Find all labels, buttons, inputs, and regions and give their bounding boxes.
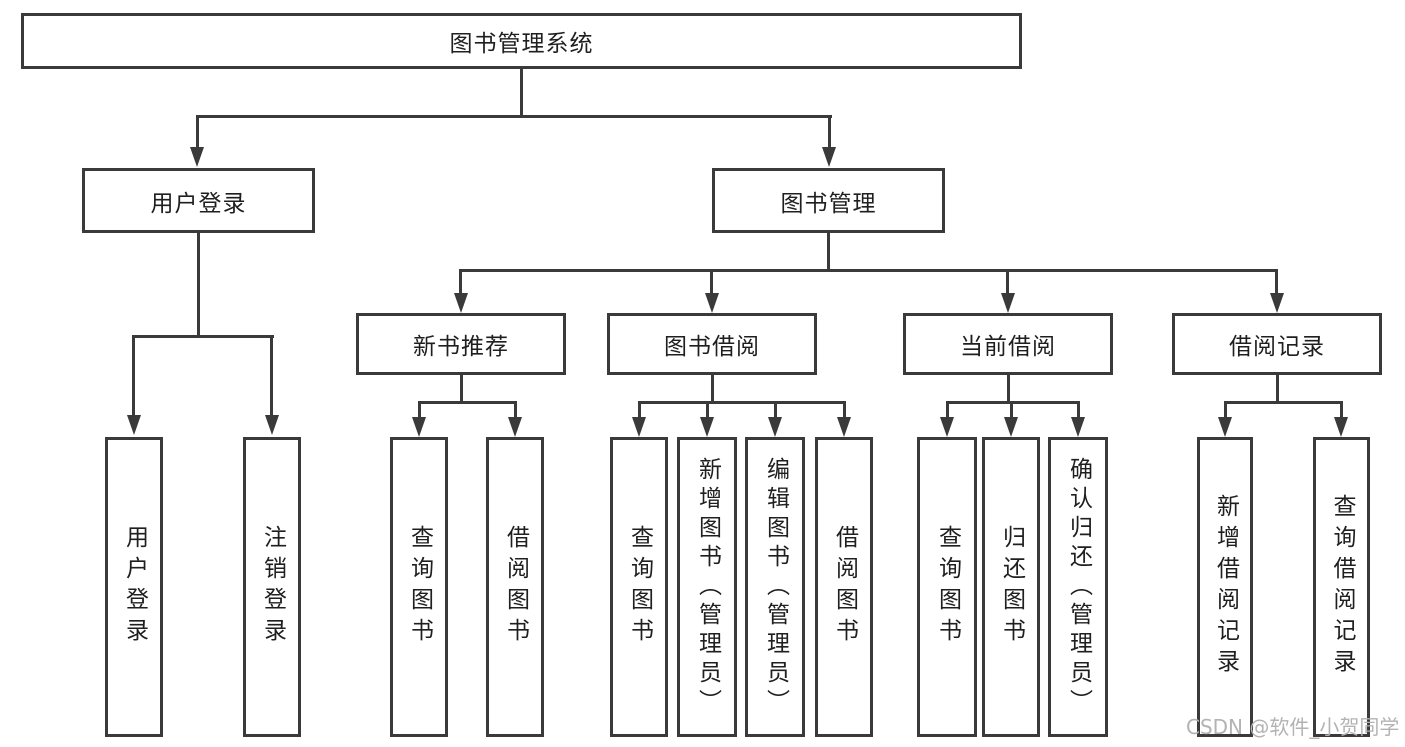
connector-line bbox=[638, 401, 846, 404]
connector-line bbox=[197, 231, 200, 337]
leaf-borrow-books-recommend: 借阅图书 bbox=[486, 437, 544, 737]
connector-line bbox=[1224, 401, 1343, 404]
node-label: 借阅记录 bbox=[1229, 334, 1325, 360]
arrow-down-icon bbox=[837, 417, 851, 437]
node-library-management-system: 图书管理系统 bbox=[21, 13, 1022, 69]
leaf-label: 新增图书（管理员） bbox=[694, 456, 721, 718]
arrow-down-icon bbox=[768, 417, 782, 437]
leaf-label: 编辑图书（管理员） bbox=[762, 456, 789, 718]
connector-line bbox=[827, 231, 830, 272]
leaf-label: 查询图书 bbox=[934, 525, 961, 649]
connector-line bbox=[1224, 401, 1227, 417]
leaf-logout: 注销登录 bbox=[243, 437, 301, 737]
node-new-book-recommend: 新书推荐 bbox=[356, 313, 566, 375]
connector-line bbox=[946, 401, 1080, 404]
arrow-down-icon bbox=[1270, 293, 1284, 313]
arrow-down-icon bbox=[700, 417, 714, 437]
connector-line bbox=[418, 401, 421, 417]
arrow-down-icon bbox=[265, 415, 279, 435]
node-label: 当前借阅 bbox=[960, 334, 1056, 360]
leaf-label: 注销登录 bbox=[259, 525, 286, 649]
connector-line bbox=[1275, 269, 1278, 293]
connector-line bbox=[196, 115, 832, 118]
leaf-user-login: 用户登录 bbox=[105, 437, 163, 737]
node-borrow-records: 借阅记录 bbox=[1172, 313, 1382, 375]
leaf-query-books-recommend: 查询图书 bbox=[390, 437, 448, 737]
leaf-label: 新增借阅记录 bbox=[1212, 494, 1239, 680]
connector-line bbox=[514, 401, 517, 417]
arrow-down-icon bbox=[1071, 417, 1085, 437]
connector-line bbox=[270, 335, 273, 415]
connector-line bbox=[1010, 401, 1013, 417]
leaf-label: 查询借阅记录 bbox=[1329, 494, 1355, 680]
connector-line bbox=[638, 401, 641, 417]
leaf-query-borrow-record: 查询借阅记录 bbox=[1313, 437, 1370, 737]
connector-line bbox=[1276, 373, 1279, 404]
leaf-query-books-borrow: 查询图书 bbox=[610, 437, 668, 737]
node-label: 图书管理 bbox=[780, 190, 877, 217]
leaf-query-books-current: 查询图书 bbox=[917, 437, 977, 737]
node-label: 图书管理系统 bbox=[449, 31, 594, 57]
arrow-down-icon bbox=[822, 147, 836, 167]
connector-line bbox=[774, 401, 777, 417]
connector-line bbox=[1340, 401, 1343, 417]
connector-line bbox=[1006, 269, 1009, 293]
arrow-down-icon bbox=[1004, 417, 1018, 437]
connector-line bbox=[710, 269, 713, 293]
connector-line bbox=[460, 373, 463, 404]
leaf-label: 借阅图书 bbox=[502, 525, 529, 649]
arrow-down-icon bbox=[632, 417, 646, 437]
arrow-down-icon bbox=[705, 293, 719, 313]
node-user-login: 用户登录 bbox=[82, 168, 315, 233]
arrow-down-icon bbox=[190, 147, 204, 167]
arrow-down-icon bbox=[1334, 417, 1348, 437]
leaf-label: 用户登录 bbox=[121, 525, 148, 649]
arrow-down-icon bbox=[508, 417, 522, 437]
node-book-borrow: 图书借阅 bbox=[607, 313, 817, 375]
leaf-label: 借阅图书 bbox=[831, 525, 858, 649]
leaf-label: 查询图书 bbox=[406, 525, 433, 649]
connector-line bbox=[1077, 401, 1080, 417]
connector-line bbox=[459, 269, 462, 293]
arrow-down-icon bbox=[412, 417, 426, 437]
connector-line bbox=[843, 401, 846, 417]
arrow-down-icon bbox=[127, 415, 141, 435]
connector-line bbox=[711, 373, 714, 404]
leaf-label: 查询图书 bbox=[626, 525, 653, 649]
connector-line bbox=[828, 115, 831, 147]
node-current-borrow: 当前借阅 bbox=[903, 313, 1113, 375]
node-label: 用户登录 bbox=[150, 190, 247, 217]
node-book-management: 图书管理 bbox=[712, 168, 945, 233]
leaf-label: 归还图书 bbox=[998, 525, 1025, 649]
leaf-return-books: 归还图书 bbox=[982, 437, 1040, 737]
arrow-down-icon bbox=[940, 417, 954, 437]
connector-line bbox=[132, 335, 135, 415]
arrow-down-icon bbox=[1001, 293, 1015, 313]
leaf-label: 确认归还（管理员） bbox=[1065, 456, 1092, 718]
node-label: 图书借阅 bbox=[664, 334, 760, 360]
connector-line bbox=[1007, 373, 1010, 404]
leaf-borrow-books: 借阅图书 bbox=[815, 437, 873, 737]
watermark: CSDN @软件_小贺同学 bbox=[1186, 715, 1400, 739]
connector-line bbox=[133, 335, 274, 338]
leaf-confirm-return-admin: 确认归还（管理员） bbox=[1048, 437, 1108, 737]
connector-line bbox=[196, 115, 199, 147]
connector-line bbox=[418, 401, 517, 404]
leaf-edit-books-admin: 编辑图书（管理员） bbox=[745, 437, 805, 737]
node-label: 新书推荐 bbox=[413, 334, 509, 360]
connector-line bbox=[460, 269, 1278, 272]
leaf-add-borrow-record: 新增借阅记录 bbox=[1197, 437, 1253, 737]
connector-line bbox=[520, 66, 523, 118]
connector-line bbox=[946, 401, 949, 417]
arrow-down-icon bbox=[454, 293, 468, 313]
connector-line bbox=[706, 401, 709, 417]
leaf-add-books-admin: 新增图书（管理员） bbox=[677, 437, 737, 737]
arrow-down-icon bbox=[1218, 417, 1232, 437]
